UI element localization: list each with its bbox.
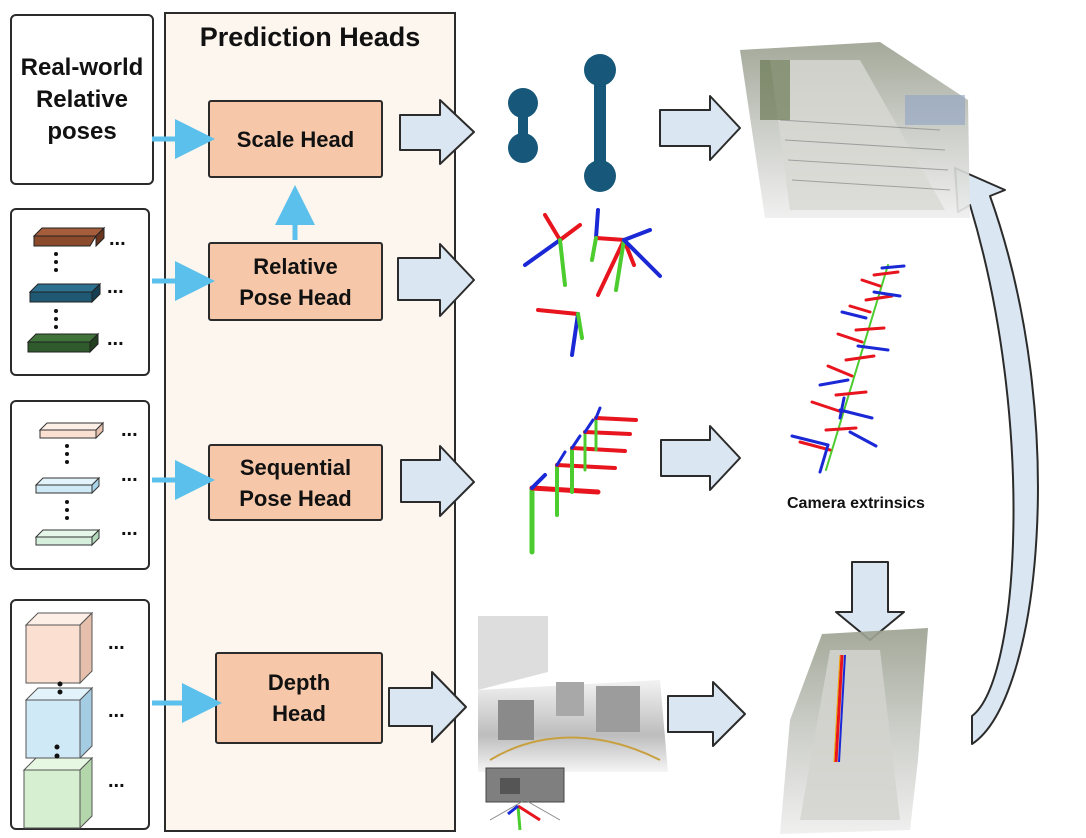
ellipsis-label: ... [108, 770, 125, 792]
ellipsis-label: ... [121, 464, 138, 486]
sequential-output-arrow [400, 445, 475, 517]
ellipsis-label: ... [109, 228, 126, 250]
ellipsis-label: ... [108, 700, 125, 722]
sequential-feature-slabs [34, 421, 105, 547]
ellipsis-label: ... [108, 632, 125, 654]
point-cloud-street-top [740, 42, 970, 218]
relative-output-arrow [397, 243, 475, 317]
camera-extrinsics-caption: Camera extrinsics [787, 495, 925, 512]
realworld-poses-label: Real-world Relative poses [20, 54, 144, 145]
camera-extrinsics-trajectory [790, 264, 906, 474]
depth-feature-cubes [22, 611, 94, 830]
feedback-curved-arrow [954, 167, 1039, 745]
ellipsis-label: ... [107, 276, 124, 298]
extrinsics-down-arrow [835, 561, 905, 641]
sequential-pose-head-box: Sequential Pose Head [208, 444, 383, 521]
depth-point-cloud-image [478, 616, 668, 831]
depth-head-box: Depth Head [215, 652, 383, 744]
input-arrows [152, 119, 315, 723]
relative-pose-triads [523, 208, 662, 357]
poses-to-extrinsics-arrow [660, 425, 741, 491]
relative-feature-slabs [26, 226, 106, 354]
scale-dumbbell-icons [508, 54, 616, 192]
depth-to-cloud-arrow [667, 681, 746, 747]
relative-pose-head-box: Relative Pose Head [208, 242, 383, 321]
panel-title: Prediction Heads [199, 22, 421, 52]
ellipsis-label: ... [121, 419, 138, 441]
ellipsis-label: ... [121, 518, 138, 540]
realworld-poses-box: Real-world Relative poses [10, 14, 154, 185]
scale-head-label: Scale Head [236, 126, 355, 152]
sequential-pose-triads [529, 406, 638, 555]
depth-output-arrow [388, 671, 467, 743]
ellipsis-label: ... [107, 328, 124, 350]
scale-output-arrow [399, 99, 475, 165]
flow-arrows [388, 95, 1039, 747]
depth-head-label: Depth Head [267, 670, 331, 726]
relative-pose-head-label: Relative Pose Head [239, 253, 352, 310]
scale-to-cloud-arrow [659, 95, 741, 161]
point-cloud-with-trajectory [780, 628, 928, 834]
sequential-pose-head-label: Sequential Pose Head [239, 454, 352, 511]
